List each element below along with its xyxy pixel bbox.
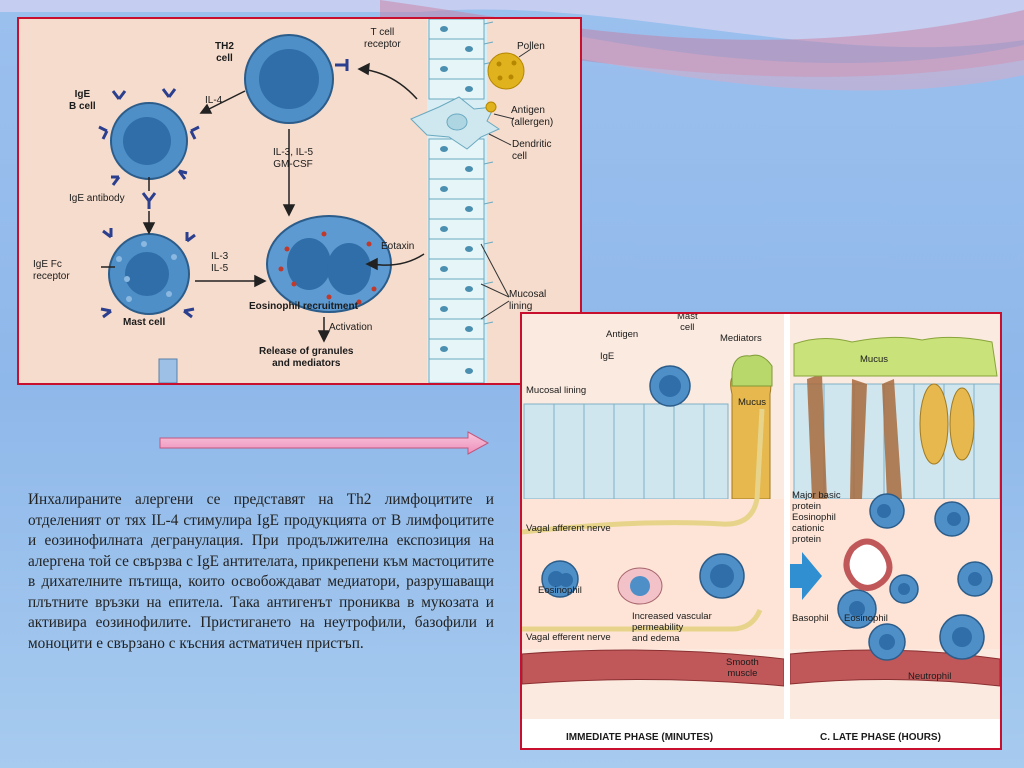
basophil-label: Basophil	[792, 613, 829, 624]
th2-cell	[244, 34, 349, 124]
antigen-label: Antigen	[606, 329, 639, 340]
eosinophil-bottom-mid	[617, 567, 663, 605]
immediate-phase-label: IMMEDIATE PHASE (MINUTES)	[566, 732, 714, 743]
late-phase-label: C. LATE PHASE (HOURS)	[820, 732, 941, 743]
il4-label: IL-4	[205, 95, 223, 106]
major-basic-protein-label: Major basic protein Eosinophil cationic …	[792, 490, 841, 545]
pink-arrow-icon	[159, 431, 490, 455]
mast-cell-bottom-2	[699, 553, 745, 599]
ige-b-cell	[98, 88, 200, 186]
il3-il5-label: IL-3 IL-5	[211, 251, 229, 274]
mucus-label-right: Mucus	[860, 354, 888, 365]
mast-cell-top	[100, 228, 196, 319]
mediators-label: Mediators	[720, 333, 762, 344]
goblet-cell-left	[730, 354, 773, 500]
vagal-afferent-nerve-label: Vagal afferent nerve	[526, 523, 611, 534]
pollen-label: Pollen	[517, 41, 545, 52]
eosinophil-recruitment-label: Eosinophil recruitment	[249, 301, 358, 312]
mast-cell-label-bottom: Mast cell	[677, 312, 698, 333]
smooth-muscle-label: Smooth muscle	[726, 657, 759, 679]
eosinophil-top	[266, 215, 392, 313]
phase-transition-arrow-icon	[784, 552, 822, 600]
eosinophil-label-right: Eosinophil	[844, 613, 888, 624]
eosinophil-label-left: Eosinophil	[538, 585, 582, 596]
immediate-late-phase-diagram: Antigen Mast cell Mediators IgE Mucus Mu…	[520, 312, 1002, 750]
mucosal-lining-label-bottom: Mucosal lining	[526, 385, 587, 396]
mast-cell-bottom	[649, 365, 691, 407]
activation-label: Activation	[329, 322, 373, 333]
antigen-allergen-label: Antigen (allergen)	[511, 105, 554, 128]
il3-il5-gmcsf-label: IL-3, IL-5 GM-CSF	[273, 147, 314, 170]
ige-antibody-label: IgE antibody	[69, 193, 125, 204]
vagal-efferent-nerve-label: Vagal efferent nerve	[526, 632, 611, 643]
t-cell-receptor-label: T cell receptor	[364, 27, 401, 50]
ige-fc-receptor-label: IgE Fc receptor	[33, 259, 70, 282]
mucosal-lining-label: Mucosal lining	[509, 289, 547, 312]
eosinophil-bottom-left	[541, 560, 579, 598]
pollen-icon	[485, 52, 525, 113]
release-granules-label: Release of granules and mediators	[259, 346, 354, 369]
dendritic-cell-label: Dendritic cell	[512, 139, 552, 162]
description-text: Инхалираните алергени се представят на T…	[28, 491, 494, 652]
dendritic-cell	[410, 96, 501, 150]
ige-label: IgE	[600, 351, 615, 362]
eotaxin-label: Eotaxin	[381, 241, 415, 252]
increased-vascular-label: Increased vascular permeability and edem…	[632, 611, 712, 644]
mucus-label-left: Mucus	[738, 397, 766, 408]
neutrophil-label: Neutrophil	[908, 671, 952, 682]
mast-cell-label: Mast cell	[123, 317, 166, 328]
ige-b-cell-label: IgE B cell	[69, 89, 96, 112]
